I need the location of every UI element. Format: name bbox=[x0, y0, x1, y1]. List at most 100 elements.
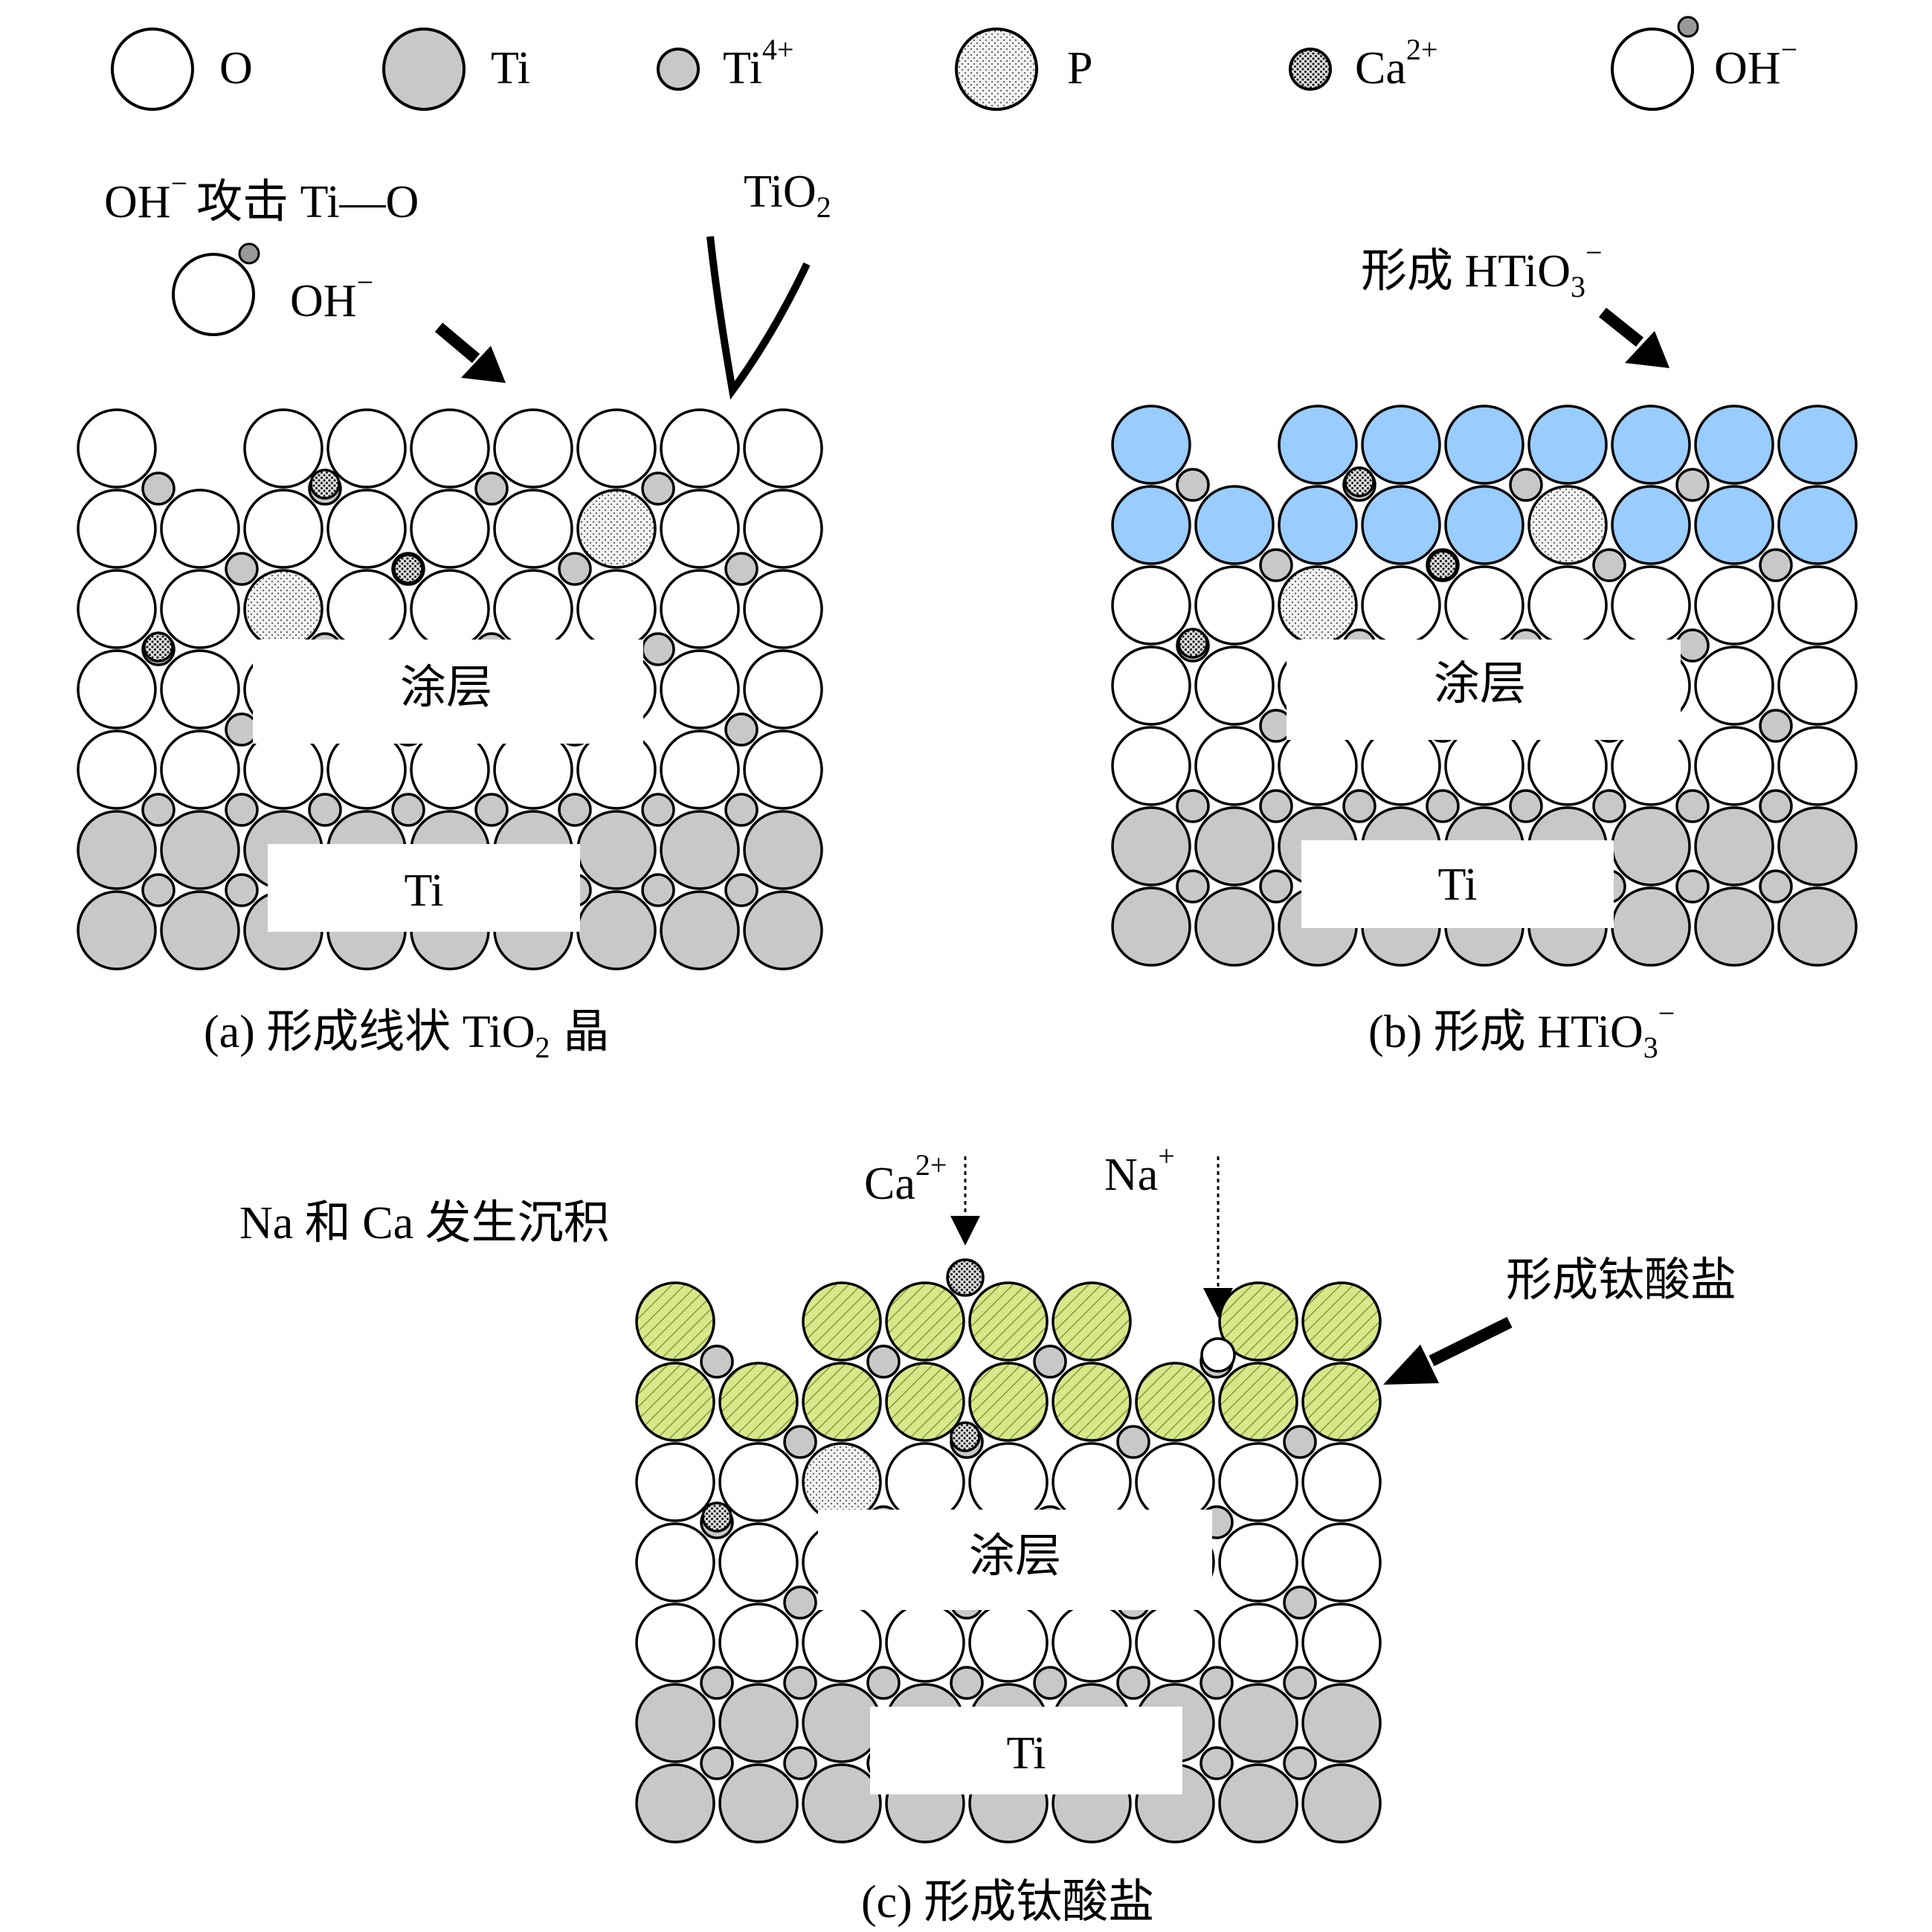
oxygen-atom bbox=[802, 1603, 882, 1683]
calcium-ion bbox=[701, 1501, 732, 1533]
ti4-ion bbox=[783, 1585, 817, 1620]
titanium-atom bbox=[743, 810, 823, 890]
ti4-ion bbox=[1259, 789, 1293, 823]
oxygen-atom bbox=[1301, 1603, 1382, 1683]
legend-oxygen-icon bbox=[111, 28, 194, 111]
ti4-ion bbox=[558, 793, 592, 827]
calcium-ion bbox=[950, 1421, 981, 1452]
oxygen-atom bbox=[1052, 1442, 1132, 1522]
oxygen-atom bbox=[160, 730, 240, 810]
titanate-atom bbox=[1052, 1281, 1132, 1362]
oxygen-atom bbox=[1301, 1522, 1382, 1603]
ti4-ion bbox=[1116, 1425, 1150, 1459]
panel-a-hydroxide-h-icon bbox=[238, 242, 260, 265]
legend-hydroxide-h-icon bbox=[1677, 16, 1699, 38]
titanate-atom bbox=[718, 1362, 799, 1442]
oxygen-atom bbox=[160, 569, 240, 649]
oxygen-atom bbox=[1111, 645, 1191, 726]
oxygen-atom bbox=[743, 569, 823, 649]
oxygen-atom bbox=[660, 408, 740, 489]
titanium-atom bbox=[802, 1763, 882, 1844]
oxygen-atom bbox=[1218, 1603, 1298, 1683]
lattice-panel-a bbox=[77, 408, 823, 970]
ti4-ion bbox=[141, 471, 176, 506]
htio3-atom bbox=[1777, 405, 1858, 485]
ti4-ion bbox=[474, 793, 509, 827]
ti4-ion bbox=[641, 793, 675, 827]
ti4-ion bbox=[1509, 789, 1543, 823]
ti4-ion bbox=[700, 1345, 734, 1379]
panel-c-titanate-arrow-icon bbox=[1383, 1316, 1513, 1385]
titanium-atom bbox=[802, 1683, 882, 1763]
panel-b-ti-label: Ti bbox=[1438, 860, 1478, 910]
titanium-atom bbox=[660, 890, 740, 970]
titanium-atom bbox=[1194, 886, 1275, 967]
ti4-ion bbox=[1283, 1585, 1317, 1620]
oxygen-atom bbox=[885, 1442, 965, 1522]
ti4-ion bbox=[1259, 869, 1293, 904]
ti4-ion bbox=[724, 873, 759, 907]
htio3-atom bbox=[1111, 485, 1191, 565]
oxygen-atom bbox=[660, 569, 740, 649]
titanate-atom bbox=[885, 1281, 965, 1362]
titanate-atom bbox=[968, 1362, 1049, 1442]
titanium-atom bbox=[1111, 886, 1191, 967]
ti4-ion bbox=[1283, 1746, 1317, 1780]
ti4-ion bbox=[225, 712, 259, 747]
oxygen-atom bbox=[1218, 1442, 1298, 1522]
titanium-atom bbox=[718, 1763, 799, 1844]
ti4-ion bbox=[474, 471, 509, 506]
ti4-ion bbox=[1592, 548, 1626, 582]
titanate-atom bbox=[1301, 1362, 1382, 1442]
titanium-atom bbox=[160, 810, 240, 890]
panel-a-attack-label: OH−攻击 Ti—O bbox=[104, 167, 419, 228]
panel-b-coating-block bbox=[1287, 640, 1681, 740]
ti4-ion bbox=[1342, 789, 1376, 823]
panel-c-sodium-arrow-icon bbox=[1203, 1288, 1233, 1318]
htio3-atom bbox=[1194, 485, 1275, 565]
panel-c-calcium-arrow-icon bbox=[950, 1216, 980, 1246]
ti4-ion bbox=[1200, 1746, 1234, 1780]
oxygen-atom bbox=[660, 489, 740, 569]
titanium-atom bbox=[1301, 1683, 1382, 1763]
ti4-ion bbox=[700, 1666, 734, 1700]
panel-a-attack-arrow-icon bbox=[434, 322, 506, 383]
titanium-atom bbox=[635, 1763, 715, 1844]
legend-phosphorus-icon bbox=[955, 28, 1038, 111]
legend-ti4-ion-icon bbox=[657, 48, 700, 91]
legend: O Ti Ti4+ P Ca2+ OH− bbox=[111, 16, 1797, 111]
oxygen-atom bbox=[1777, 726, 1858, 806]
titanate-atom bbox=[802, 1281, 882, 1362]
titanate-atom bbox=[885, 1362, 965, 1442]
panel-b-arrow-icon bbox=[1599, 307, 1669, 368]
oxygen-atom bbox=[493, 569, 573, 649]
ti4-ion bbox=[1592, 789, 1626, 823]
titanium-atom bbox=[1218, 1683, 1298, 1763]
ti4-ion bbox=[1259, 548, 1293, 582]
oxygen-atom bbox=[1777, 645, 1858, 726]
calcium-ion bbox=[946, 1258, 985, 1297]
panel-a-tio2-wire-icon bbox=[706, 236, 811, 400]
ti4-ion bbox=[866, 1345, 901, 1379]
panel-b-annotations: 形成 HTiO3− (b) 形成 HTiO3− bbox=[1361, 236, 1675, 1064]
htio3-atom bbox=[1611, 485, 1691, 565]
panel-a-ti-block bbox=[268, 844, 580, 932]
phosphorus-atom bbox=[1527, 485, 1608, 565]
ti4-ion bbox=[225, 793, 259, 827]
ti4-ion bbox=[1176, 468, 1210, 502]
oxygen-atom bbox=[743, 649, 823, 730]
oxygen-atom bbox=[77, 408, 157, 489]
ti4-ion bbox=[641, 873, 675, 907]
oxygen-atom bbox=[77, 489, 157, 569]
oxygen-atom bbox=[1611, 565, 1691, 645]
calcium-ion bbox=[393, 553, 424, 585]
titanium-atom bbox=[743, 890, 823, 970]
oxygen-atom bbox=[635, 1522, 715, 1603]
titanium-atom bbox=[160, 890, 240, 970]
oxygen-atom bbox=[635, 1603, 715, 1683]
panel-a-hydroxide-label: OH− bbox=[290, 265, 373, 326]
panel-c-annotations: Na 和 Ca 发生沉积 Ca2+ Na+ 形成钛酸盐 (c) 形成钛酸盐 bbox=[239, 1139, 1736, 1928]
oxygen-atom bbox=[410, 408, 490, 489]
